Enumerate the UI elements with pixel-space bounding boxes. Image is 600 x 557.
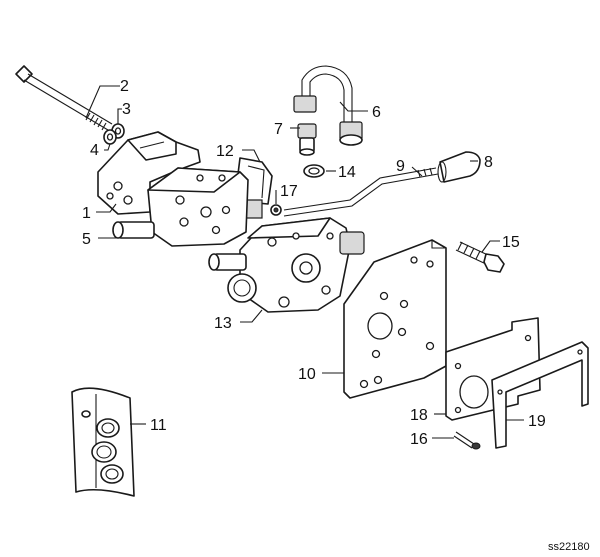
- callout-8: 8: [484, 154, 493, 171]
- callout-13: 13: [214, 315, 232, 332]
- callout-4: 4: [90, 142, 99, 159]
- callout-14: 14: [338, 164, 356, 181]
- mounting-plate: [343, 239, 447, 399]
- hydraulic-pipe-u: [293, 65, 363, 146]
- callout-11: 11: [150, 417, 167, 434]
- spool-5: [112, 221, 155, 239]
- valve-section-front: [147, 167, 249, 247]
- callout-2: 2: [120, 78, 129, 95]
- callout-1: 1: [82, 205, 91, 222]
- union-fitting: [297, 123, 317, 156]
- control-knob: [437, 151, 481, 183]
- callout-6: 6: [372, 104, 381, 121]
- callout-5: 5: [82, 231, 91, 248]
- gasket: [445, 317, 541, 421]
- valve-section-rear: [97, 131, 201, 215]
- reference-code: ss22180: [548, 541, 590, 553]
- callout-16: 16: [410, 431, 428, 448]
- callout-7: 7: [274, 121, 283, 138]
- callout-9: 9: [396, 158, 405, 175]
- mounting-bolt: [455, 241, 505, 273]
- plug-17: [270, 204, 282, 216]
- callout-3: 3: [122, 101, 131, 118]
- callout-15: 15: [502, 234, 520, 251]
- washer-4: [103, 129, 117, 145]
- sealing-washer: [303, 164, 325, 178]
- callout-12: 12: [216, 143, 234, 160]
- callout-18: 18: [410, 407, 428, 424]
- leader-lines: [85, 85, 524, 439]
- callout-10: 10: [298, 366, 316, 383]
- small-screw: [453, 431, 481, 450]
- end-section-cap: [227, 273, 257, 303]
- long-bolt: [15, 65, 113, 131]
- callout-17: 17: [280, 183, 298, 200]
- valve-end-section: [239, 217, 365, 313]
- u-bracket: [491, 341, 589, 449]
- seal-kit-bag: [71, 387, 135, 497]
- control-rod: [283, 167, 439, 217]
- end-section-spool: [208, 253, 247, 271]
- callout-19: 19: [528, 413, 546, 430]
